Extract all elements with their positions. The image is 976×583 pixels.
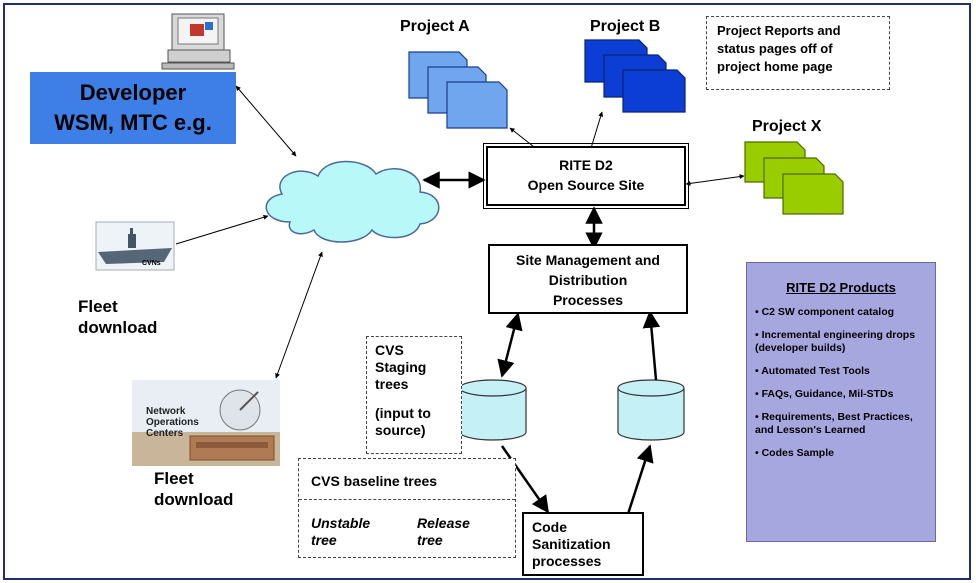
- computer-icon: [161, 13, 235, 70]
- cvs-baseline-title: CVS baseline trees: [311, 473, 438, 489]
- noc-label: Network Operations Centers: [146, 406, 199, 439]
- arrow-site-projectx: [685, 174, 745, 186]
- arrow-sanitization-cylinder2: [626, 444, 654, 515]
- code-sanitization-box: Code Sanitization processes: [522, 512, 644, 576]
- project-x-documents: [744, 141, 844, 215]
- rite-d2-title: RITE D2: [559, 157, 613, 173]
- product-item: • Codes Sample: [755, 447, 834, 459]
- rite-d2-subtitle: Open Source Site: [527, 177, 645, 193]
- cylinder-release: [617, 379, 685, 441]
- release-tree-label: Release tree: [417, 515, 470, 548]
- project-a-documents: [408, 51, 508, 129]
- developer-label: Developer: [79, 80, 187, 105]
- fleet-download-label-1: Fleet download: [78, 297, 158, 337]
- arrow-noc-cloud: [275, 251, 323, 379]
- diagram-frame: [3, 3, 971, 580]
- cylinder-unstable: [459, 379, 527, 441]
- developer-sublabel: WSM, MTC e.g.: [54, 110, 212, 135]
- unstable-tree-label: Unstable tree: [311, 515, 371, 548]
- products-title: RITE D2 Products: [786, 280, 896, 295]
- project-a-label: Project A: [400, 18, 470, 35]
- project-b-documents: [584, 39, 686, 113]
- rite-d2-products-panel: RITE D2 Products • C2 SW component catal…: [746, 262, 936, 542]
- product-item: • Incremental engineering drops (develop…: [755, 329, 916, 354]
- arrow-developer-cloud: [235, 85, 297, 157]
- cvs-baseline-trees-box: CVS baseline trees Unstable tree Release…: [298, 458, 516, 558]
- project-x-label: Project X: [752, 118, 822, 135]
- fleet-download-label-2: Fleet download: [154, 469, 234, 509]
- project-reports-note: Project Reports and status pages off of …: [706, 16, 890, 90]
- site-management-box: Site Management and Distribution Process…: [488, 244, 688, 314]
- cvs-staging-trees-note: CVS Staging trees (input to source): [366, 336, 462, 454]
- arrow-ship-cloud: [175, 214, 269, 245]
- product-item: • FAQs, Guidance, Mil-STDs: [755, 388, 894, 400]
- arrow-cylinder2-management: [642, 310, 661, 381]
- product-item: • C2 SW component catalog: [755, 306, 895, 318]
- project-b-label: Project B: [590, 18, 661, 35]
- network-operations-center-image: [132, 380, 280, 466]
- arrow-management-cylinder1: [497, 312, 523, 378]
- cvns-label: CVNs: [142, 260, 161, 267]
- aircraft-carrier-icon: [95, 221, 175, 271]
- network-cloud: [265, 160, 440, 243]
- rite-d2-site-box: RITE D2 Open Source Site: [483, 143, 689, 209]
- product-item: • Automated Test Tools: [755, 365, 870, 377]
- developer-box: Developer WSM, MTC e.g.: [30, 72, 236, 144]
- product-item: • Requirements, Best Practices, and Less…: [755, 411, 913, 436]
- arrow-cylinder1-sanitization: [500, 445, 550, 514]
